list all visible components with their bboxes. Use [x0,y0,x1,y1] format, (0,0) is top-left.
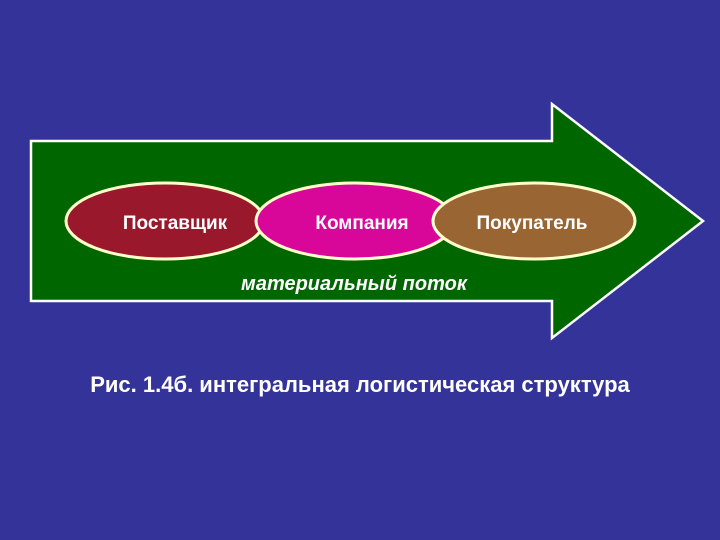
figure-caption: Рис. 1.4б. интегральная логистическая ст… [90,372,630,397]
node-company-label: Компания [315,213,408,234]
arrow-label: материальный поток [241,273,468,295]
node-supplier-label: Поставщик [123,213,228,234]
node-customer-label: Покупатель [476,213,587,234]
node-customer [431,181,637,261]
